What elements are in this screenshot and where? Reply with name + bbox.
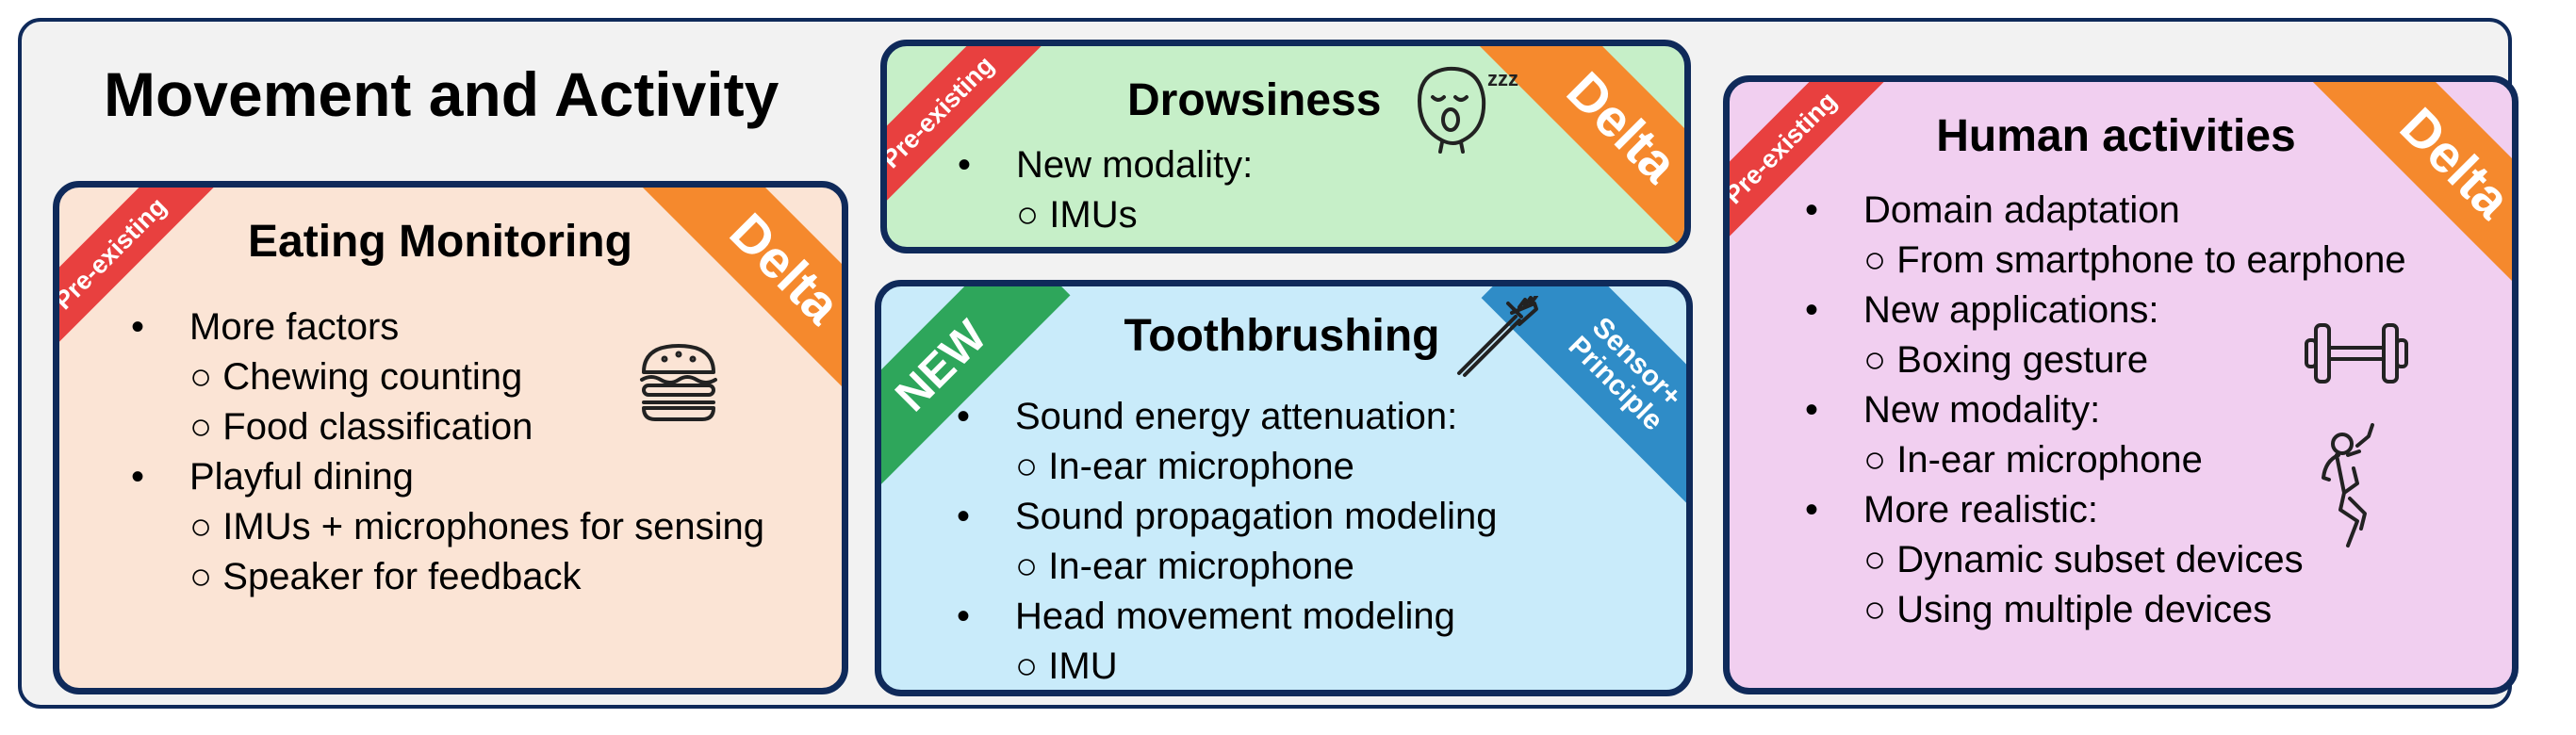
list-item: Sound energy attenuation: [957,392,1498,442]
eating-item-list: More factors ○ Chewing counting ○ Food c… [131,302,764,602]
list-subitem: ○ Using multiple devices [1863,589,2272,630]
card-toothbrushing: NEW Sensor+ Principle Toothbrushing Soun… [875,280,1693,696]
dancer-icon [2322,423,2374,547]
dumbbell-icon [2305,323,2408,384]
list-item: New applications: [1805,286,2406,335]
sleepy-face-icon: zzz [1418,66,1518,154]
list-item: Head movement modeling [957,592,1498,642]
list-item: Playful dining [131,452,764,502]
list-subitem: ○ Chewing counting [189,356,523,398]
card-drowsiness: Pre-existing Delta Drowsiness New modali… [880,40,1691,253]
list-subitem: ○ In-ear microphone [1015,546,1354,587]
main-title: Movement and Activity [104,59,779,129]
list-subitem: ○ In-ear microphone [1015,446,1354,487]
list-subitem: ○ Speaker for feedback [189,556,582,597]
drowsiness-item-list: New modality: ○ IMUs [958,140,1253,240]
list-subitem: ○ IMU [1015,645,1118,687]
card-title: Toothbrushing [1124,311,1440,361]
list-subitem: ○ From smartphone to earphone [1863,239,2406,281]
list-subitem: ○ IMUs [1016,194,1138,236]
card-eating-monitoring: Pre-existing Delta Eating Monitoring Mor… [53,181,848,694]
list-item: More realistic: [1805,485,2406,535]
list-item: Sound propagation modeling [957,492,1498,542]
human-item-list: Domain adaptation ○ From smartphone to e… [1805,186,2406,635]
list-subitem: ○ Boxing gesture [1863,339,2149,381]
sleep-z-text: zzz [1487,67,1518,90]
list-item: New modality: [1805,385,2406,435]
list-subitem: ○ Food classification [189,406,533,448]
list-subitem: ○ In-ear microphone [1863,439,2203,481]
list-item: Domain adaptation [1805,186,2406,236]
toothbrushing-item-list: Sound energy attenuation: ○ In-ear micro… [957,392,1498,690]
card-human-activities: Pre-existing Delta Human activities Doma… [1723,75,2519,694]
toothbrush-icon [1457,296,1538,377]
list-item: More factors [131,302,764,352]
card-title: Drowsiness [1127,75,1382,125]
burger-icon [640,344,717,421]
list-subitem: ○ Dynamic subset devices [1863,539,2304,580]
card-title: Eating Monitoring [248,217,632,267]
card-title: Human activities [1936,111,2296,161]
list-item: New modality: [958,140,1253,190]
list-subitem: ○ IMUs + microphones for sensing [189,506,764,547]
